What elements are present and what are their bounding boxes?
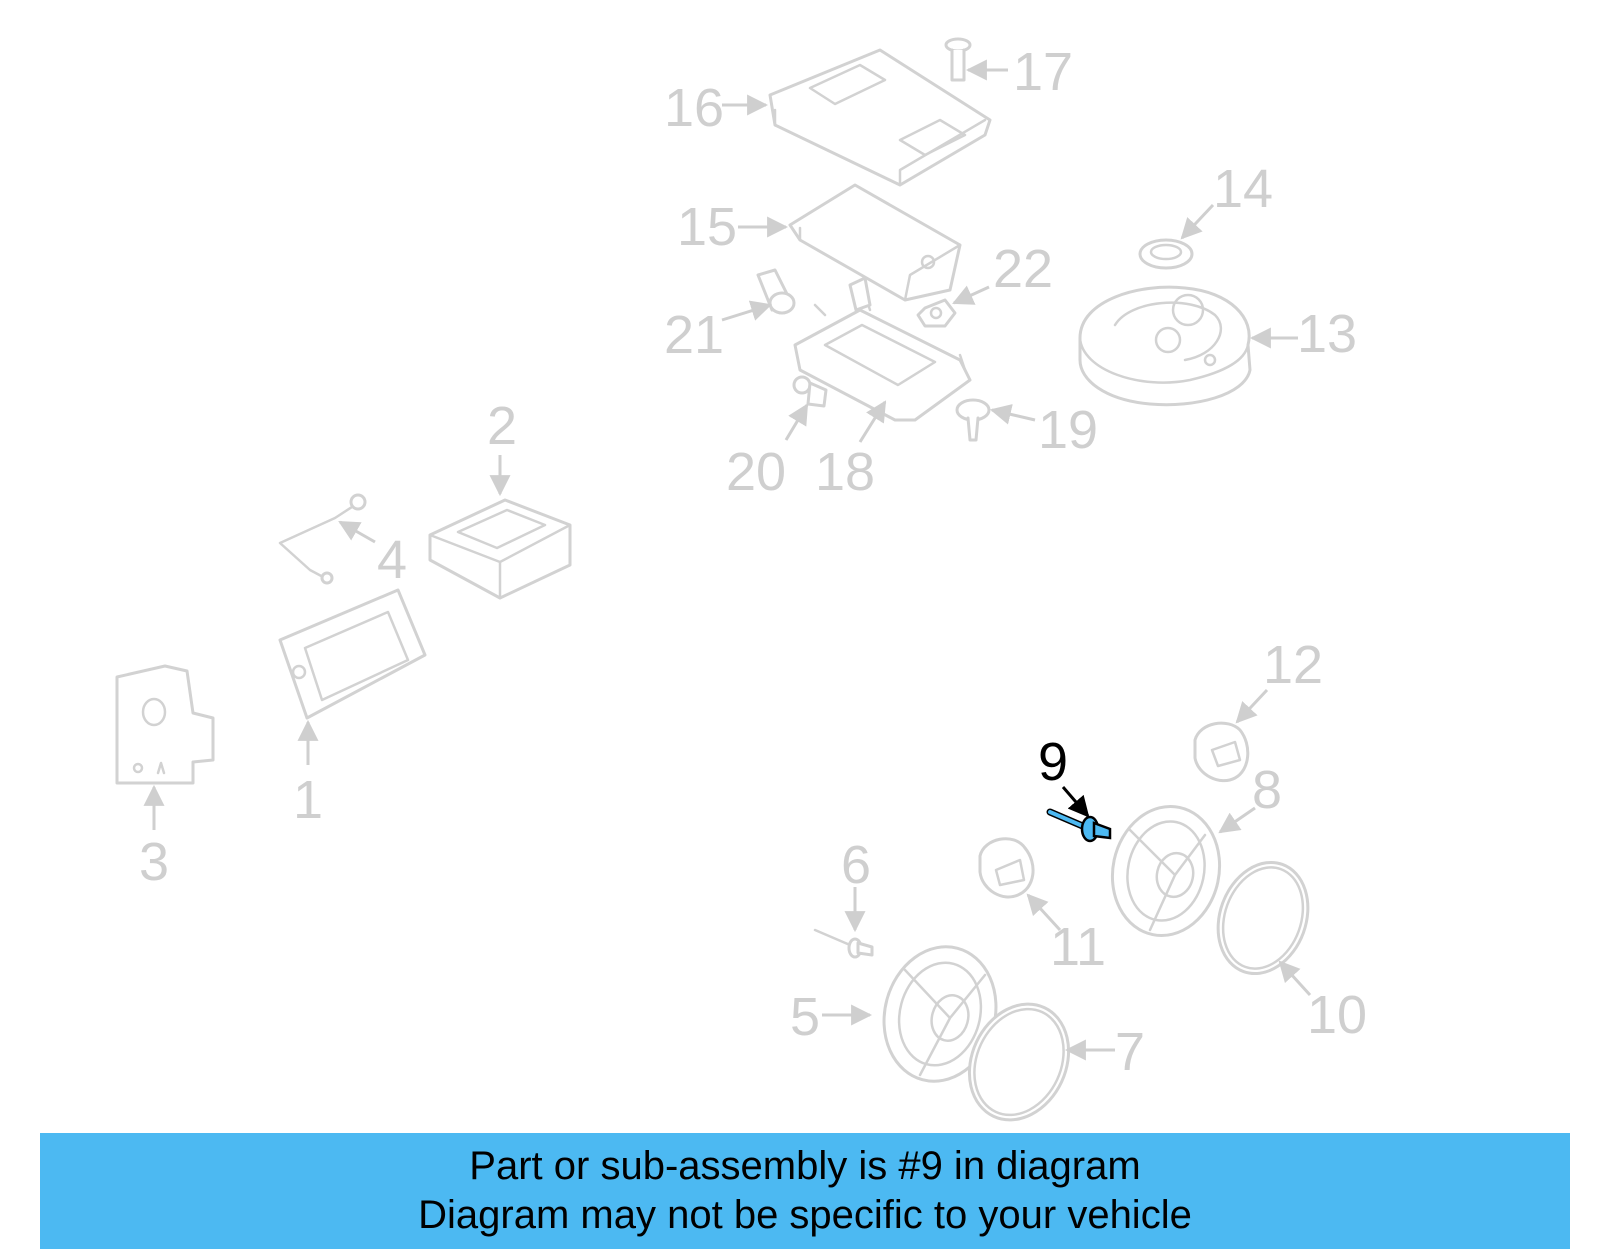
part-18-frame bbox=[793, 276, 972, 422]
banner-line-2: Diagram may not be specific to your vehi… bbox=[418, 1193, 1192, 1237]
part-17-clip bbox=[944, 37, 972, 82]
label-17: 17 bbox=[1013, 42, 1073, 102]
label-6: 6 bbox=[841, 835, 871, 895]
part-9-rivet-highlighted[interactable] bbox=[1046, 808, 1112, 843]
label-9[interactable]: 9 bbox=[1038, 732, 1068, 792]
label-3: 3 bbox=[139, 832, 169, 892]
part-11-speaker bbox=[978, 837, 1035, 899]
part-10-ring bbox=[1216, 860, 1310, 976]
label-16: 16 bbox=[664, 78, 724, 138]
part-6-rivet bbox=[813, 928, 874, 959]
label-19: 19 bbox=[1038, 400, 1098, 460]
part-19-screw bbox=[955, 398, 991, 442]
part-12-speaker bbox=[1193, 721, 1250, 783]
label-20: 20 bbox=[726, 442, 786, 502]
label-13: 13 bbox=[1297, 304, 1357, 364]
part-20-bolt bbox=[792, 375, 828, 408]
callout-labels: 1 2 3 4 5 6 7 8 9 10 11 12 13 14 15 16 1… bbox=[139, 42, 1367, 1082]
label-14: 14 bbox=[1213, 159, 1273, 219]
label-12: 12 bbox=[1263, 635, 1323, 695]
label-5: 5 bbox=[790, 987, 820, 1047]
part-8-speaker bbox=[1110, 804, 1222, 938]
label-4: 4 bbox=[377, 530, 407, 590]
part-22-nut bbox=[916, 298, 957, 328]
part-14-ring bbox=[1138, 238, 1194, 270]
label-18: 18 bbox=[815, 442, 875, 502]
part-2-module bbox=[428, 498, 572, 600]
part-1-display bbox=[278, 588, 427, 720]
label-10: 10 bbox=[1307, 985, 1367, 1045]
part-3-bracket bbox=[115, 664, 215, 785]
part-21-connector bbox=[756, 268, 796, 315]
label-2: 2 bbox=[487, 396, 517, 456]
label-8: 8 bbox=[1252, 760, 1282, 820]
part-15-bracket bbox=[788, 183, 962, 302]
label-21: 21 bbox=[664, 305, 724, 365]
part-7-ring bbox=[967, 1002, 1071, 1122]
label-7: 7 bbox=[1115, 1022, 1145, 1082]
info-banner: Part or sub-assembly is #9 in diagram Di… bbox=[40, 1133, 1570, 1249]
label-1: 1 bbox=[293, 770, 323, 830]
leader-arrows bbox=[143, 59, 1312, 1061]
banner-line-1: Part or sub-assembly is #9 in diagram bbox=[469, 1144, 1141, 1188]
label-22: 22 bbox=[993, 239, 1053, 299]
label-15: 15 bbox=[677, 197, 737, 257]
part-4-cable bbox=[278, 493, 367, 585]
part-13-subwoofer bbox=[1078, 285, 1252, 407]
label-11: 11 bbox=[1050, 917, 1106, 977]
part-16-cover bbox=[768, 48, 992, 187]
